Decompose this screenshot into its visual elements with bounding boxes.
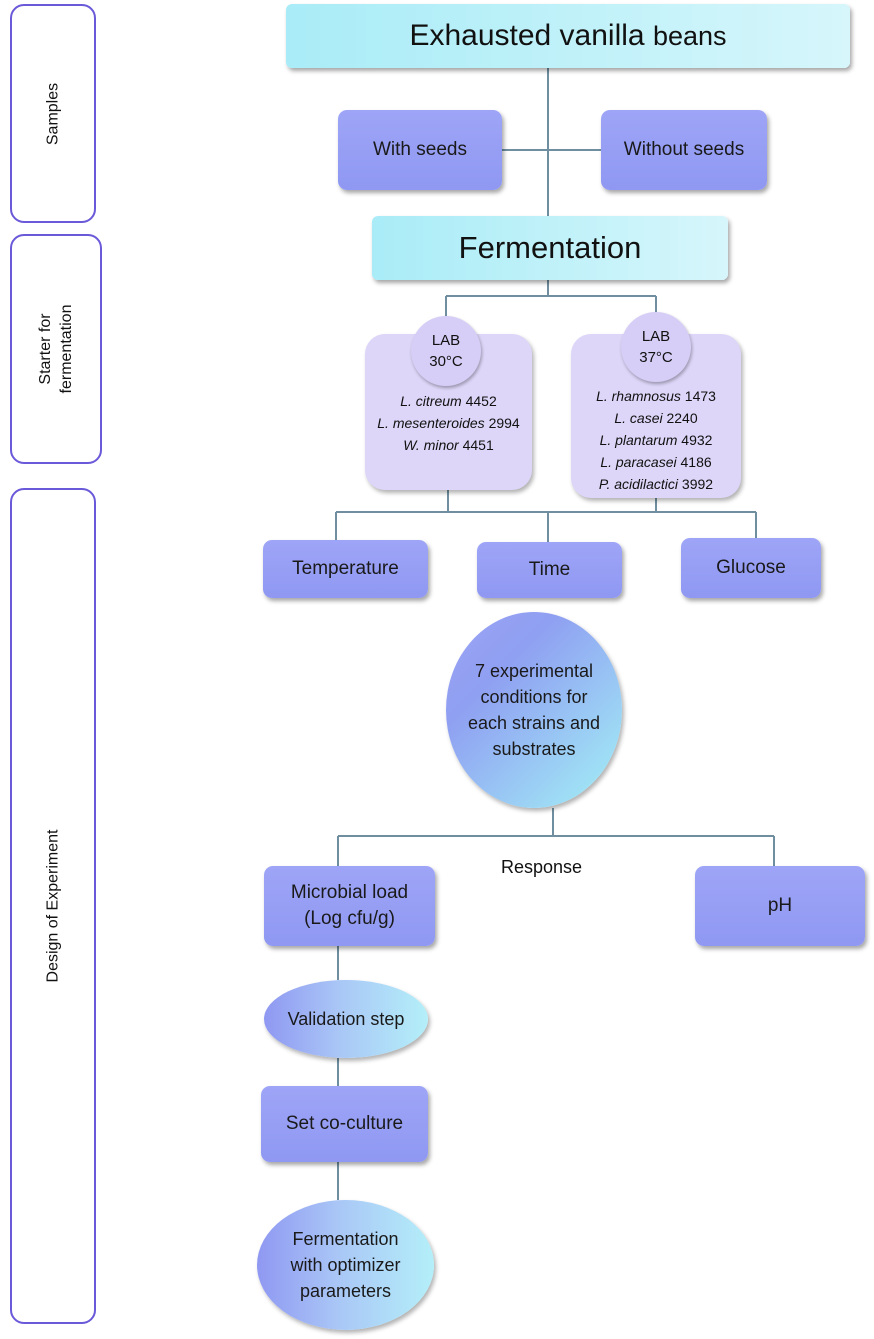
- starter-band-text-line2: fermentation: [58, 304, 75, 394]
- final-line1: Fermentation: [292, 1229, 399, 1249]
- response-label: Response: [501, 857, 583, 877]
- coculture-label: Set co-culture: [285, 1113, 404, 1134]
- conditions-line2: conditions for: [480, 687, 588, 707]
- time-label: Time: [528, 559, 571, 580]
- without-seeds-label: Without seeds: [623, 139, 745, 160]
- starter-band-label: Starter for fermentation: [35, 305, 77, 394]
- lab-37-temperature: 37°C: [639, 349, 673, 366]
- microbial-load-box: Microbial load (Log cfu/g): [264, 866, 435, 946]
- title-suffix: beans: [652, 21, 727, 51]
- with-seeds-label: With seeds: [373, 139, 467, 160]
- final-line3: parameters: [299, 1281, 392, 1301]
- starter-band-text-line1: Starter for: [37, 313, 54, 385]
- lab-30-temperature: 30°C: [429, 353, 463, 370]
- ph-box: pH: [695, 866, 865, 946]
- strain-l-casei: L. casei 2240: [614, 410, 698, 426]
- coculture-box: Set co-culture: [261, 1086, 428, 1162]
- samples-band: Samples: [10, 4, 96, 223]
- lab-37-label: LAB: [641, 328, 671, 345]
- lab-30-circle: LAB 30°C: [411, 316, 481, 386]
- strain-p-acidilactici: P. acidilactici 3992: [598, 476, 714, 492]
- fermentation-label: Fermentation: [458, 230, 642, 265]
- lab-37-circle: LAB 37°C: [621, 312, 691, 382]
- temperature-box: Temperature: [263, 540, 428, 598]
- strain-l-paracasei: L. paracasei 4186: [600, 454, 712, 470]
- samples-band-text: Samples: [44, 82, 62, 145]
- ph-label: pH: [767, 895, 793, 916]
- with-seeds-box: With seeds: [338, 110, 502, 190]
- strain-l-citreum: L. citreum 4452: [400, 393, 497, 409]
- final-line2: with optimizer: [290, 1255, 401, 1275]
- lab-37-panel: L. rhamnosus 1473 L. casei 2240 L. plant…: [571, 334, 741, 498]
- lab-30-label: LAB: [431, 332, 461, 349]
- doe-band: Design of Experiment: [10, 488, 96, 1324]
- conditions-line4: substrates: [492, 739, 576, 759]
- time-box: Time: [477, 542, 622, 598]
- glucose-box: Glucose: [681, 538, 821, 598]
- doe-band-label: Design of Experiment: [43, 830, 64, 983]
- final-fermentation-ellipse: Fermentation with optimizer parameters: [257, 1200, 434, 1330]
- samples-band-label: Samples: [43, 82, 64, 144]
- microbial-load-line1: Microbial load: [290, 882, 409, 903]
- title-main: Exhausted vanilla beans: [409, 19, 727, 52]
- microbial-load-line2: (Log cfu/g): [304, 908, 395, 929]
- conditions-line3: each strains and: [467, 713, 601, 733]
- conditions-line1: 7 experimental: [474, 661, 594, 681]
- glucose-label: Glucose: [716, 557, 786, 578]
- strain-l-rhamnosus: L. rhamnosus 1473: [596, 388, 716, 404]
- temperature-label: Temperature: [292, 558, 399, 579]
- validation-ellipse: Validation step: [264, 980, 428, 1058]
- title-box: Exhausted vanilla beans: [286, 4, 850, 68]
- validation-label: Validation step: [287, 1008, 405, 1029]
- without-seeds-box: Without seeds: [601, 110, 767, 190]
- conditions-circle: 7 experimental conditions for each strai…: [446, 612, 622, 808]
- strain-w-minor: W. minor 4451: [403, 437, 494, 453]
- strain-l-plantarum: L. plantarum 4932: [599, 432, 713, 448]
- fermentation-box: Fermentation: [372, 216, 728, 280]
- doe-band-text: Design of Experiment: [44, 829, 62, 983]
- starter-band: Starter for fermentation: [10, 234, 102, 464]
- strain-l-mesenteroides: L. mesenteroides 2994: [377, 415, 520, 431]
